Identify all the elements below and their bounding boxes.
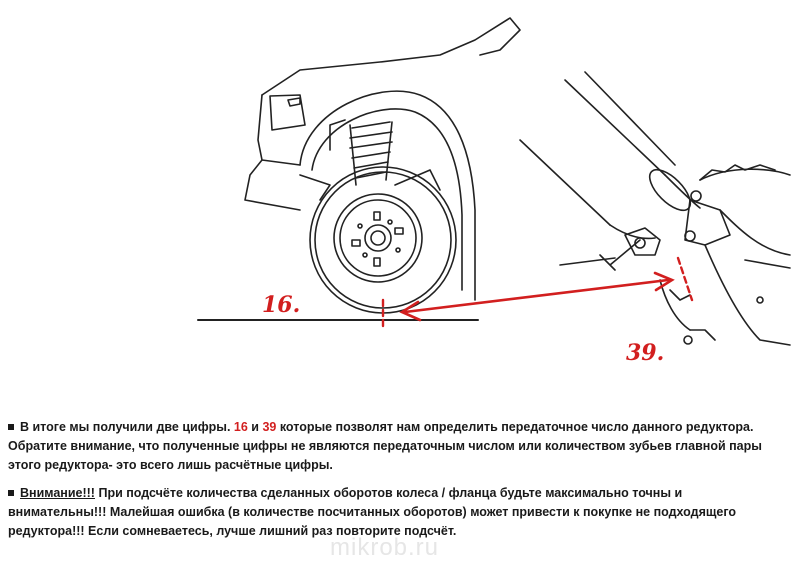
wheel: [309, 166, 457, 314]
paragraph-result: В итоге мы получили две цифры. 16 и 39 к…: [8, 418, 783, 475]
suspension-spring: [349, 121, 393, 186]
arrow-head-left: [399, 300, 422, 322]
p1-text-c: которые позволят нам определить передато…: [8, 420, 762, 472]
p2-text: При подсчёте количества сделанных оборот…: [8, 486, 737, 538]
illustration: 16. 39.: [197, 17, 791, 366]
arrow-head-right: [653, 271, 675, 292]
watermark: mikrob.ru: [330, 534, 440, 561]
number-16: 16: [233, 420, 248, 434]
car-body: [244, 17, 521, 301]
flange-mark: [676, 256, 694, 302]
attention-label: Внимание!!!: [20, 486, 95, 500]
label-16: 16.: [262, 292, 300, 318]
p1-text-b: и: [247, 420, 263, 434]
drawing-svg: 16. 39.: [197, 17, 791, 366]
driveshaft: [519, 71, 701, 271]
number-39: 39: [262, 420, 277, 434]
p1-text-a: В итоге мы получили две цифры.: [20, 420, 234, 434]
paragraph-warning: Внимание!!! При подсчёте количества сдел…: [8, 484, 783, 541]
bullet-icon: [8, 423, 14, 430]
connector-arrow: [403, 278, 670, 314]
label-39: 39.: [626, 340, 664, 366]
red-annotations: [381, 256, 694, 328]
differential: [624, 164, 791, 346]
bullet-icon: [8, 489, 14, 496]
